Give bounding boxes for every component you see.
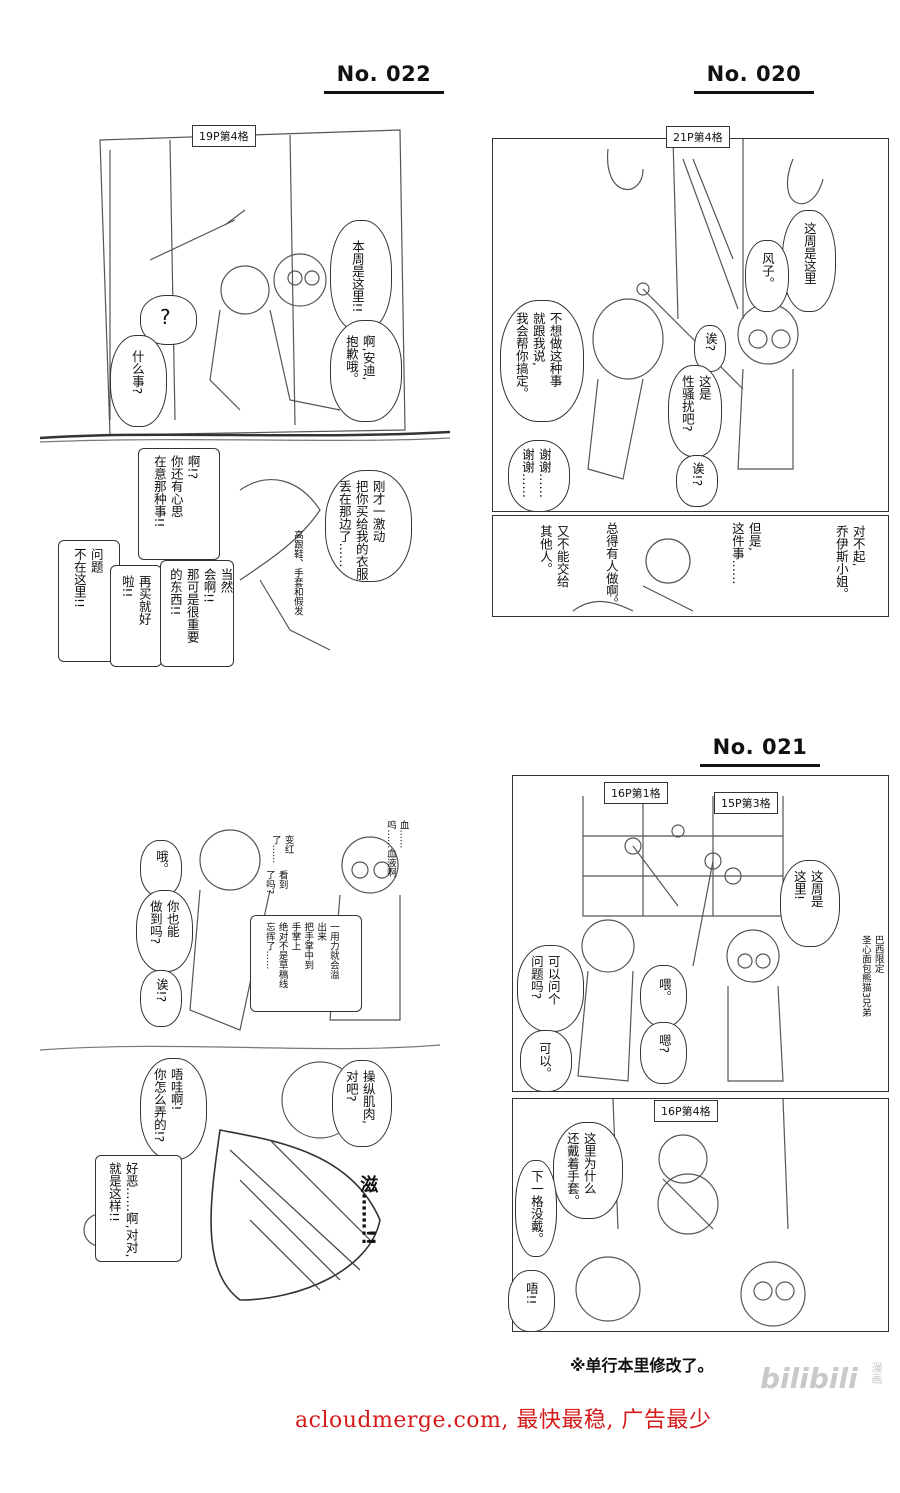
bubble-020-6 — [508, 440, 570, 512]
text-020-10: 总得有人做啊。 — [603, 522, 619, 610]
panel-no020-bottom — [492, 515, 889, 617]
text-020-6: 谢谢…… 谢谢…… — [519, 448, 552, 498]
text-022-5: 啊!? 你还有心思 在意那种事!! — [151, 455, 201, 528]
bubble-021-2 — [517, 945, 584, 1032]
sketch-no022 — [40, 110, 450, 670]
bubble-020-2 — [745, 240, 789, 312]
label-15p-3: 15P第3格 — [714, 792, 778, 814]
bubble-021-8 — [515, 1160, 557, 1257]
bubble-022-10 — [160, 560, 234, 667]
text-bl-2: 你也能 做到吗? — [147, 900, 180, 945]
watermark-sub: 漫画 — [870, 1362, 883, 1384]
label-19p-4: 19P第4格 — [192, 125, 256, 147]
text-021-6: 巴西限定 圣心面包熊猫3兄弟 — [859, 935, 884, 1018]
text-bl-4: 变红 了…… — [269, 835, 294, 864]
bubble-022-1 — [330, 220, 392, 332]
bubble-bl-9 — [332, 1060, 392, 1147]
bubble-020-3 — [500, 300, 584, 422]
bubble-021-3 — [640, 965, 687, 1027]
pencil-sketch-no020-top — [587, 139, 824, 480]
text-020-11: 又不能交给 其他人。 — [537, 525, 570, 588]
bubble-bl-10 — [95, 1155, 182, 1262]
bubble-bl-1 — [140, 840, 182, 897]
bubble-bl-7 — [250, 915, 362, 1012]
bubble-022-9 — [110, 565, 162, 667]
heading-no022: No. 022 — [324, 62, 444, 94]
bubble-022-8 — [58, 540, 120, 662]
text-021-5: 可以。 — [536, 1042, 552, 1080]
bubble-021-5 — [520, 1030, 572, 1092]
text-bl-11: 滋……!! — [357, 1175, 379, 1246]
text-021-9: 唔!! — [523, 1282, 539, 1305]
text-020-8: 对不起, 乔伊斯小姐。 — [833, 525, 866, 600]
pencil-sketch-no021-bottom — [575, 1099, 806, 1327]
heading-no021: No. 021 — [700, 735, 820, 767]
text-021-4: 嗯? — [656, 1034, 672, 1054]
bubble-020-7 — [676, 455, 718, 507]
text-022-6: 刚才一激动 把你买给我的衣服 丢在那边了…… — [336, 480, 386, 580]
text-020-7: 诶!? — [689, 462, 705, 487]
text-022-2: ? — [160, 305, 171, 329]
text-020-2: 风子。 — [759, 252, 775, 290]
text-bl-5: 看到 了吗? — [263, 870, 288, 895]
text-022-7: 高跟鞋、手套和假发 — [291, 530, 303, 616]
text-022-10: 当然 会啊!! 那可是很重要 的东西!! — [167, 568, 234, 643]
bubble-021-9 — [508, 1270, 555, 1332]
pencil-sketch-no022 — [40, 129, 450, 661]
text-022-1: 本周是这里!! — [349, 240, 365, 313]
text-bl-9: 操纵肌肉, 对吧? — [343, 1070, 376, 1124]
text-021-7: 这里为什么 还戴着手套。 — [564, 1132, 597, 1207]
bubble-bl-2 — [136, 890, 193, 972]
text-022-9: 再买就好 啦!! — [119, 575, 152, 625]
heading-no020: No. 020 — [694, 62, 814, 94]
text-bl-10: 好恶……啊,对对, 就是这样!! — [106, 1162, 139, 1258]
bubble-020-4 — [694, 325, 726, 372]
text-021-3: 喂。 — [656, 978, 672, 1003]
text-021-8: 下一格没戴。 — [528, 1170, 544, 1245]
footnote: ※单行本里修改了。 — [570, 1356, 714, 1375]
bubble-020-5 — [668, 365, 722, 457]
text-022-3: 什么事? — [129, 350, 145, 395]
text-022-4: 啊,安迪, 抱歉哦。 — [343, 335, 376, 385]
bubble-021-7 — [553, 1122, 623, 1219]
pencil-sketch-no021-top — [577, 796, 784, 1082]
ad-banner-text[interactable]: acloudmerge.com, 最快最稳, 广告最少 — [295, 1408, 712, 1433]
text-020-1: 这周是这里 — [801, 222, 817, 285]
bubble-bl-3 — [140, 970, 182, 1027]
bubble-021-4 — [640, 1022, 687, 1084]
label-16p-4: 16P第4格 — [654, 1100, 718, 1122]
text-bl-3: 诶!? — [153, 978, 169, 1003]
text-bl-1: 哦。 — [153, 850, 169, 875]
bubble-022-4 — [330, 320, 402, 422]
text-bl-7: 一用力就会溢 出来 把手掌中到 手掌上 绝对不是草稿线 忘挥了…… — [263, 922, 339, 989]
text-021-2: 可以问个 问题吗? — [528, 955, 561, 1005]
bubble-bl-8 — [140, 1058, 207, 1160]
label-21p-4: 21P第4格 — [666, 126, 730, 148]
text-020-5: 这是 性骚扰吧? — [679, 375, 712, 432]
bilibili-watermark-logo: bilibili — [760, 1362, 858, 1395]
bubble-022-6 — [325, 470, 412, 582]
text-021-1: 这周是 这里! — [791, 870, 824, 908]
text-020-9: 但是, 这件事…… — [729, 522, 762, 585]
text-bl-8: 唔哇啊! 你怎么弄的!? — [151, 1068, 184, 1143]
label-16p-1: 16P第1格 — [604, 782, 668, 804]
bubble-021-1 — [780, 860, 840, 947]
pencil-sketch-no020-bottom — [572, 538, 694, 612]
text-022-8: 问题 不在这里!! — [71, 548, 104, 609]
bubble-022-5 — [138, 448, 220, 560]
bubble-022-3 — [110, 335, 167, 427]
text-020-3: 不想做这种事 就跟我说, 我会帮你搞定。 — [513, 312, 563, 400]
text-bl-6: 血…… 呜……血液啊 — [384, 820, 409, 877]
text-020-4: 诶? — [702, 332, 718, 352]
